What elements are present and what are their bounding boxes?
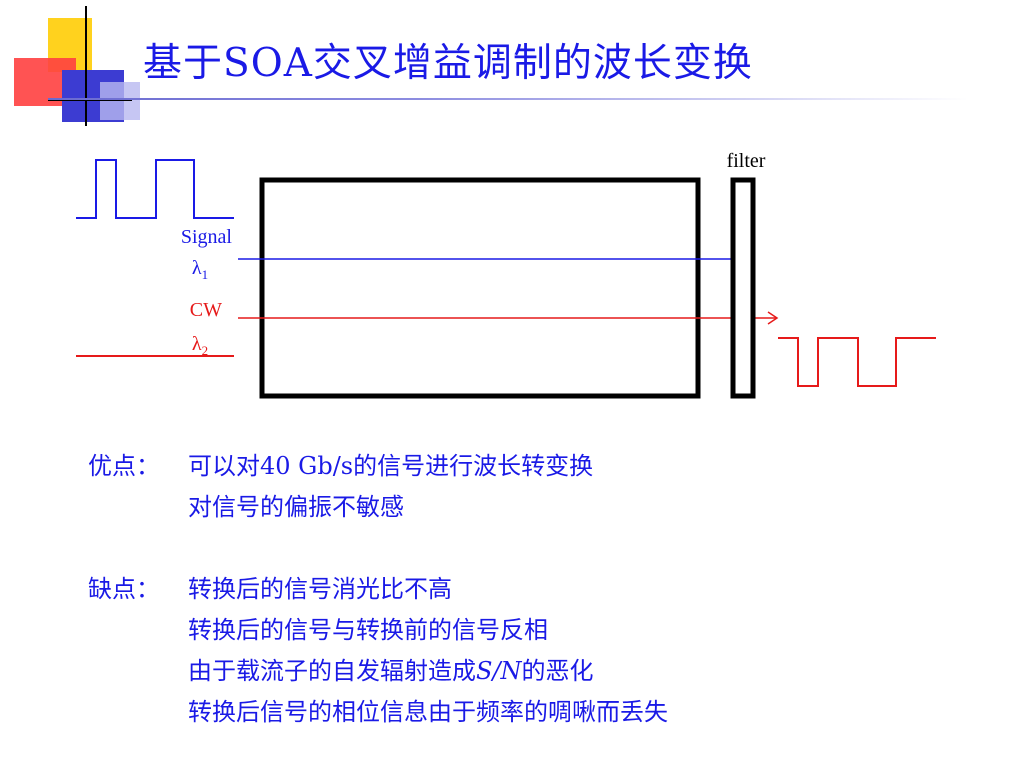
cw-label: CW bbox=[190, 299, 222, 321]
filter-label: filter bbox=[727, 150, 766, 172]
disadvantage-row-4: 转换后信号的相位信息由于频率的啁啾而丢失 bbox=[88, 692, 668, 733]
disadvantage-item: 转换后的信号与转换前的信号反相 bbox=[188, 616, 548, 644]
output-inverted-waveform bbox=[778, 337, 936, 387]
advantage-row-1: 优点： 可以对40 Gb/s的信号进行波长转变换 bbox=[88, 446, 668, 487]
slide-title: 基于SOA交叉增益调制的波长变换 bbox=[143, 41, 753, 86]
pros-cons-text: 优点： 可以对40 Gb/s的信号进行波长转变换 对信号的偏振不敏感 缺点： 转… bbox=[88, 446, 668, 733]
filter-element bbox=[730, 177, 756, 399]
signal-lambda-label: λ1 bbox=[192, 257, 208, 282]
cw-beam-arrowhead bbox=[767, 311, 779, 325]
cw-lambda-label: λ2 bbox=[192, 333, 208, 358]
advantage-item: 可以对40 Gb/s的信号进行波长转变换 bbox=[188, 452, 594, 480]
corner-decoration bbox=[14, 6, 140, 126]
disadvantage-item: 转换后的信号消光比不高 bbox=[188, 575, 452, 603]
wavelength-conversion-diagram: Signal λ1 CW λ2 filter bbox=[76, 150, 936, 399]
signal-label: Signal bbox=[181, 226, 233, 248]
soa-box bbox=[259, 177, 701, 399]
disadvantage-row-1: 缺点： 转换后的信号消光比不高 bbox=[88, 569, 668, 610]
disadvantage-row-3: 由于载流子的自发辐射造成S/N的恶化 bbox=[88, 651, 668, 692]
disadvantage-item: 由于载流子的自发辐射造成S/N的恶化 bbox=[188, 657, 594, 685]
advantage-item: 对信号的偏振不敏感 bbox=[188, 493, 404, 521]
advantages-label: 优点： bbox=[88, 452, 160, 480]
advantage-row-2: 对信号的偏振不敏感 bbox=[88, 487, 668, 528]
input-signal-waveform bbox=[76, 159, 234, 219]
disadvantage-item: 转换后信号的相位信息由于频率的啁啾而丢失 bbox=[188, 698, 668, 726]
disadvantages-label: 缺点： bbox=[88, 575, 160, 603]
disadvantage-row-2: 转换后的信号与转换前的信号反相 bbox=[88, 610, 668, 651]
title-underline bbox=[48, 98, 968, 100]
